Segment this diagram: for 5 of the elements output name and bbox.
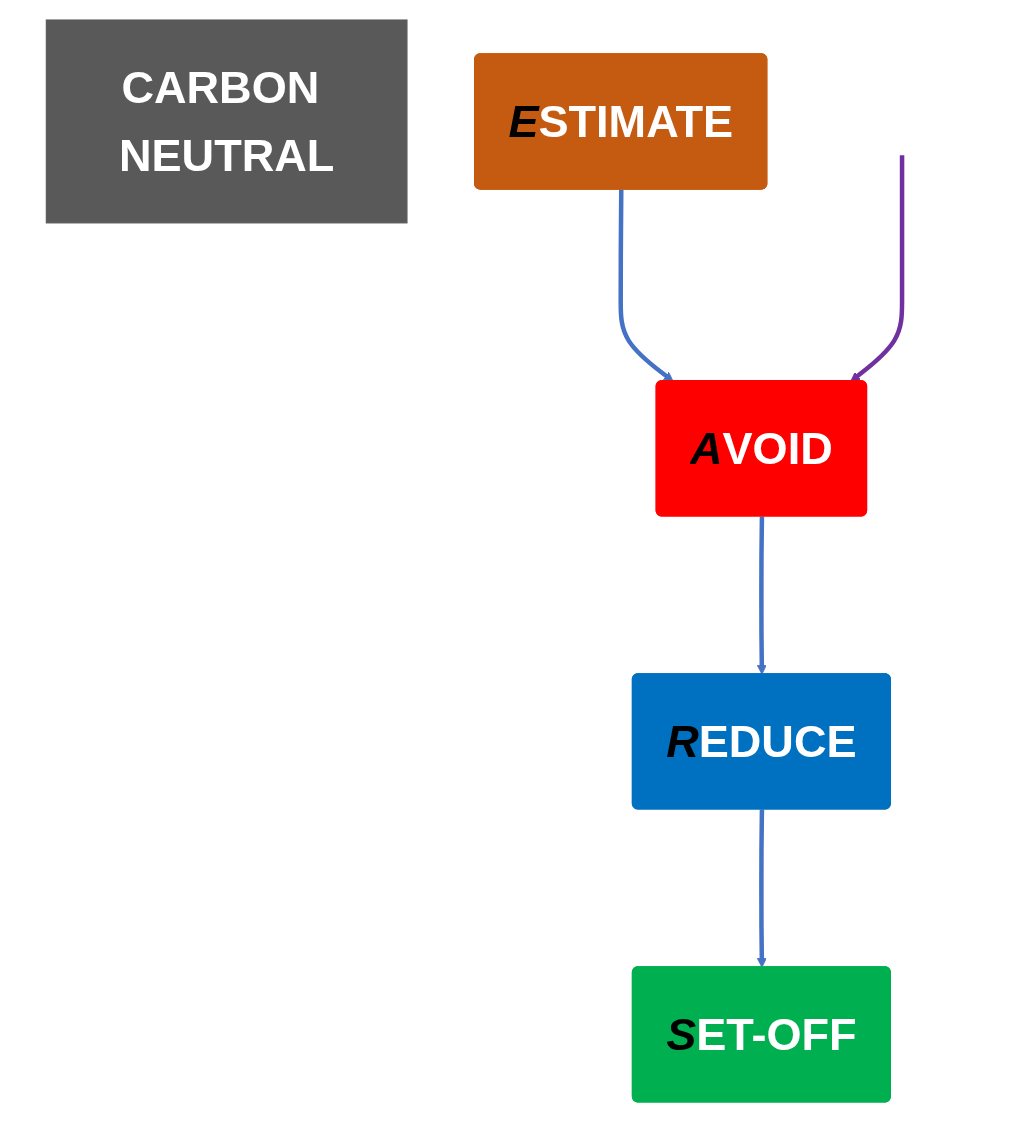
arrow [617,189,674,382]
arrow [849,154,904,382]
node-box [45,18,408,223]
arrow [756,515,767,675]
arrow [756,808,767,968]
